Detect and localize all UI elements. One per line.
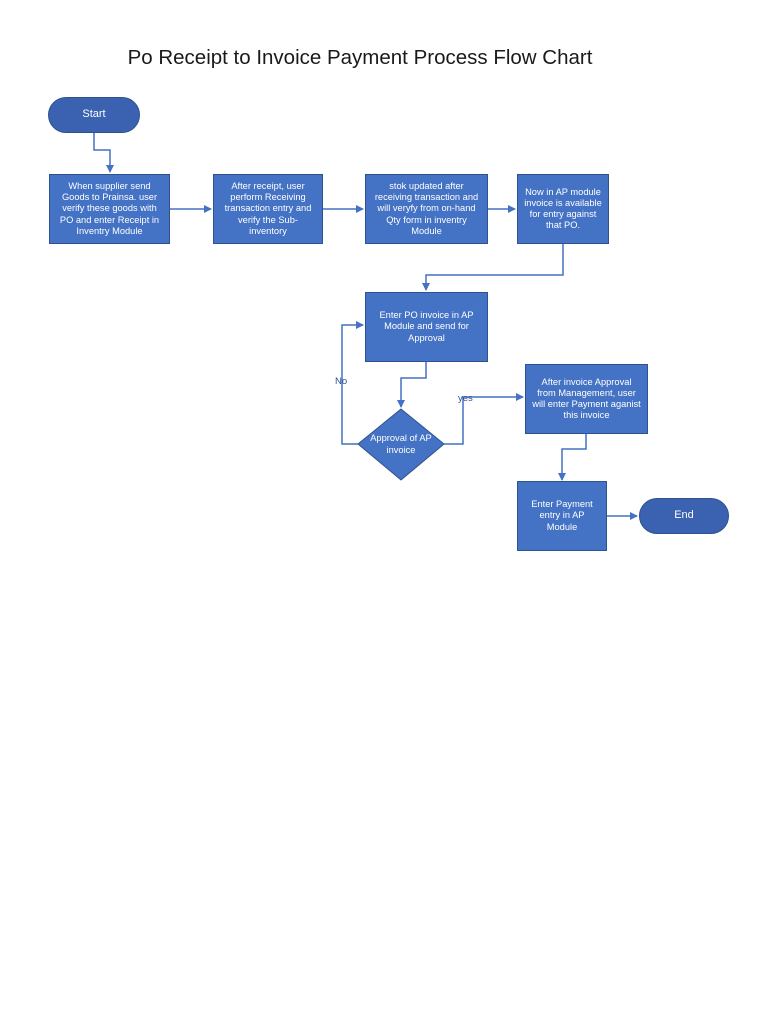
step-enter-invoice: Enter PO invoice in AP Module and send f… — [365, 292, 488, 362]
page-title: Po Receipt to Invoice Payment Process Fl… — [127, 46, 593, 69]
edge-decision-no — [341, 321, 364, 445]
start-terminal: Start — [48, 97, 140, 133]
step-payment-approval-label: After invoice Approval from Management, … — [532, 376, 641, 421]
decision-label: Approval of AP invoice — [370, 433, 432, 455]
step-receiving: After receipt, user perform Receiving tr… — [213, 174, 323, 244]
edge-label-yes: yes — [458, 393, 473, 404]
step-stock-update: stok updated after receiving transaction… — [365, 174, 488, 244]
step-ap-available-label: Now in AP module invoice is available fo… — [524, 186, 602, 231]
end-terminal: End — [639, 498, 729, 534]
step-stock-update-label: stok updated after receiving transaction… — [374, 181, 479, 236]
step-payment-entry: Enter Payment entry in AP Module — [517, 481, 607, 551]
step-receiving-label: After receipt, user perform Receiving tr… — [224, 181, 312, 236]
step-ap-available: Now in AP module invoice is available fo… — [517, 174, 609, 244]
decision-diamond — [357, 408, 445, 481]
step-payment-approval: After invoice Approval from Management, … — [525, 364, 648, 434]
edge-step5-decision — [397, 361, 427, 408]
edge-step6-step7 — [558, 433, 587, 481]
edge-label-no: No — [335, 376, 348, 387]
step-payment-entry-label: Enter Payment entry in AP Module — [531, 499, 593, 532]
step-receipt: When supplier send Goods to Prainsa. use… — [49, 174, 170, 244]
end-label: End — [674, 509, 694, 522]
step-enter-invoice-label: Enter PO invoice in AP Module and send f… — [379, 310, 474, 343]
edge-decision-yes — [444, 393, 524, 445]
start-label: Start — [82, 108, 106, 121]
step-receipt-label: When supplier send Goods to Prainsa. use… — [59, 181, 160, 236]
edge-start-step1 — [93, 133, 114, 173]
edge-step4-step5 — [422, 243, 564, 291]
